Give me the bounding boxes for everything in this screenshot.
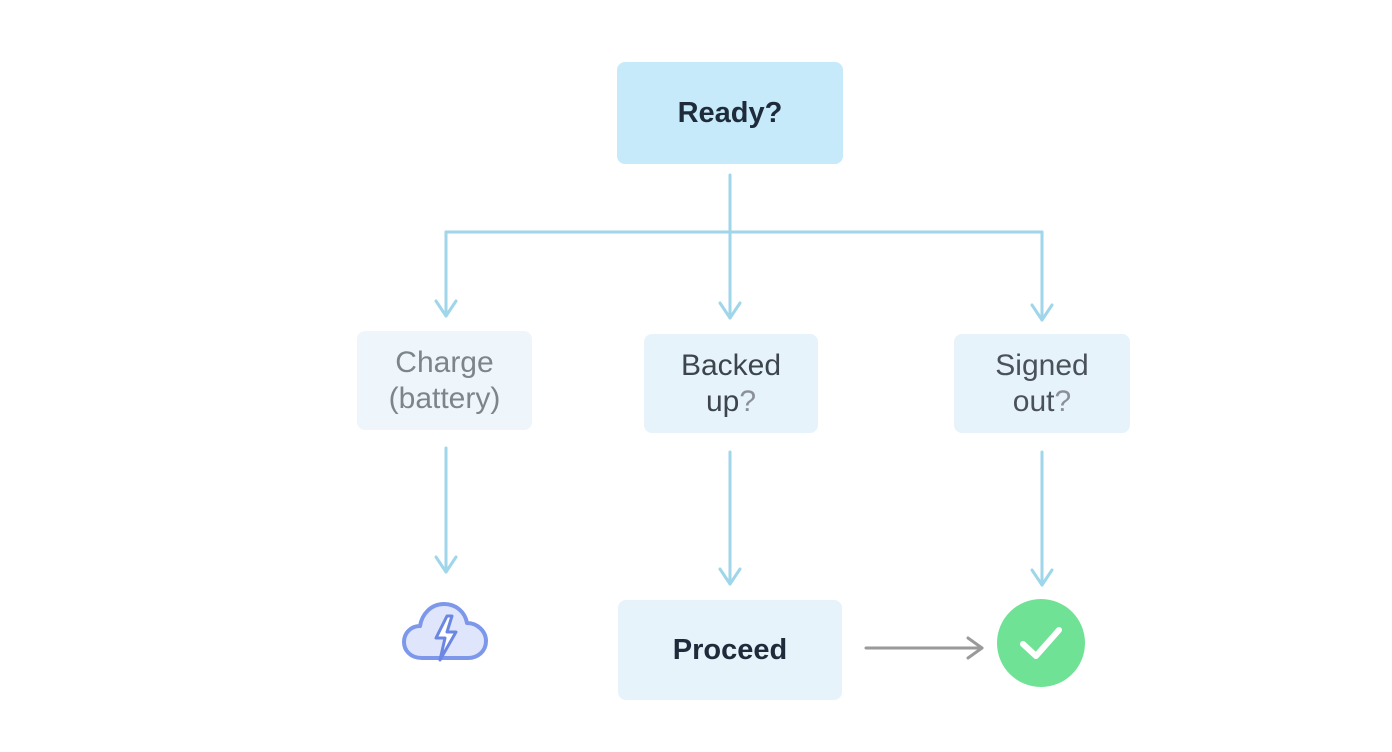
node-charge-label: Charge (battery) (388, 345, 501, 415)
arrowhead-to-backed (718, 301, 742, 320)
node-signed-out: Signed out? (954, 334, 1130, 433)
checkmark-icon (1020, 627, 1062, 659)
arrowhead-signed-to-done (1030, 568, 1054, 587)
node-proceed: Proceed (618, 600, 842, 700)
node-backed-label-text: Backed up (680, 348, 782, 418)
node-ready: Ready? (617, 62, 843, 164)
node-signed-question-mark: ? (1054, 384, 1072, 418)
node-signed-label: Signed out? (995, 348, 1088, 420)
arrowhead-backed-to-proceed (718, 567, 742, 586)
arrowhead-to-signed (1030, 303, 1054, 322)
node-backed-label: Backed up? (681, 348, 781, 420)
arrowhead-proceed-to-done (966, 636, 984, 660)
node-charge-battery: Charge (battery) (357, 331, 532, 430)
node-signed-label-text: Signed out (995, 348, 1089, 418)
done-badge (997, 599, 1085, 687)
node-backed-question-mark: ? (739, 384, 757, 418)
node-ready-label: Ready? (677, 96, 783, 129)
arrowhead-charge-to-cloud (434, 555, 458, 574)
node-backed-up: Backed up? (644, 334, 818, 433)
node-proceed-label: Proceed (672, 633, 788, 666)
cloud-lightning-icon (402, 602, 488, 662)
arrowhead-to-charge (434, 299, 458, 318)
